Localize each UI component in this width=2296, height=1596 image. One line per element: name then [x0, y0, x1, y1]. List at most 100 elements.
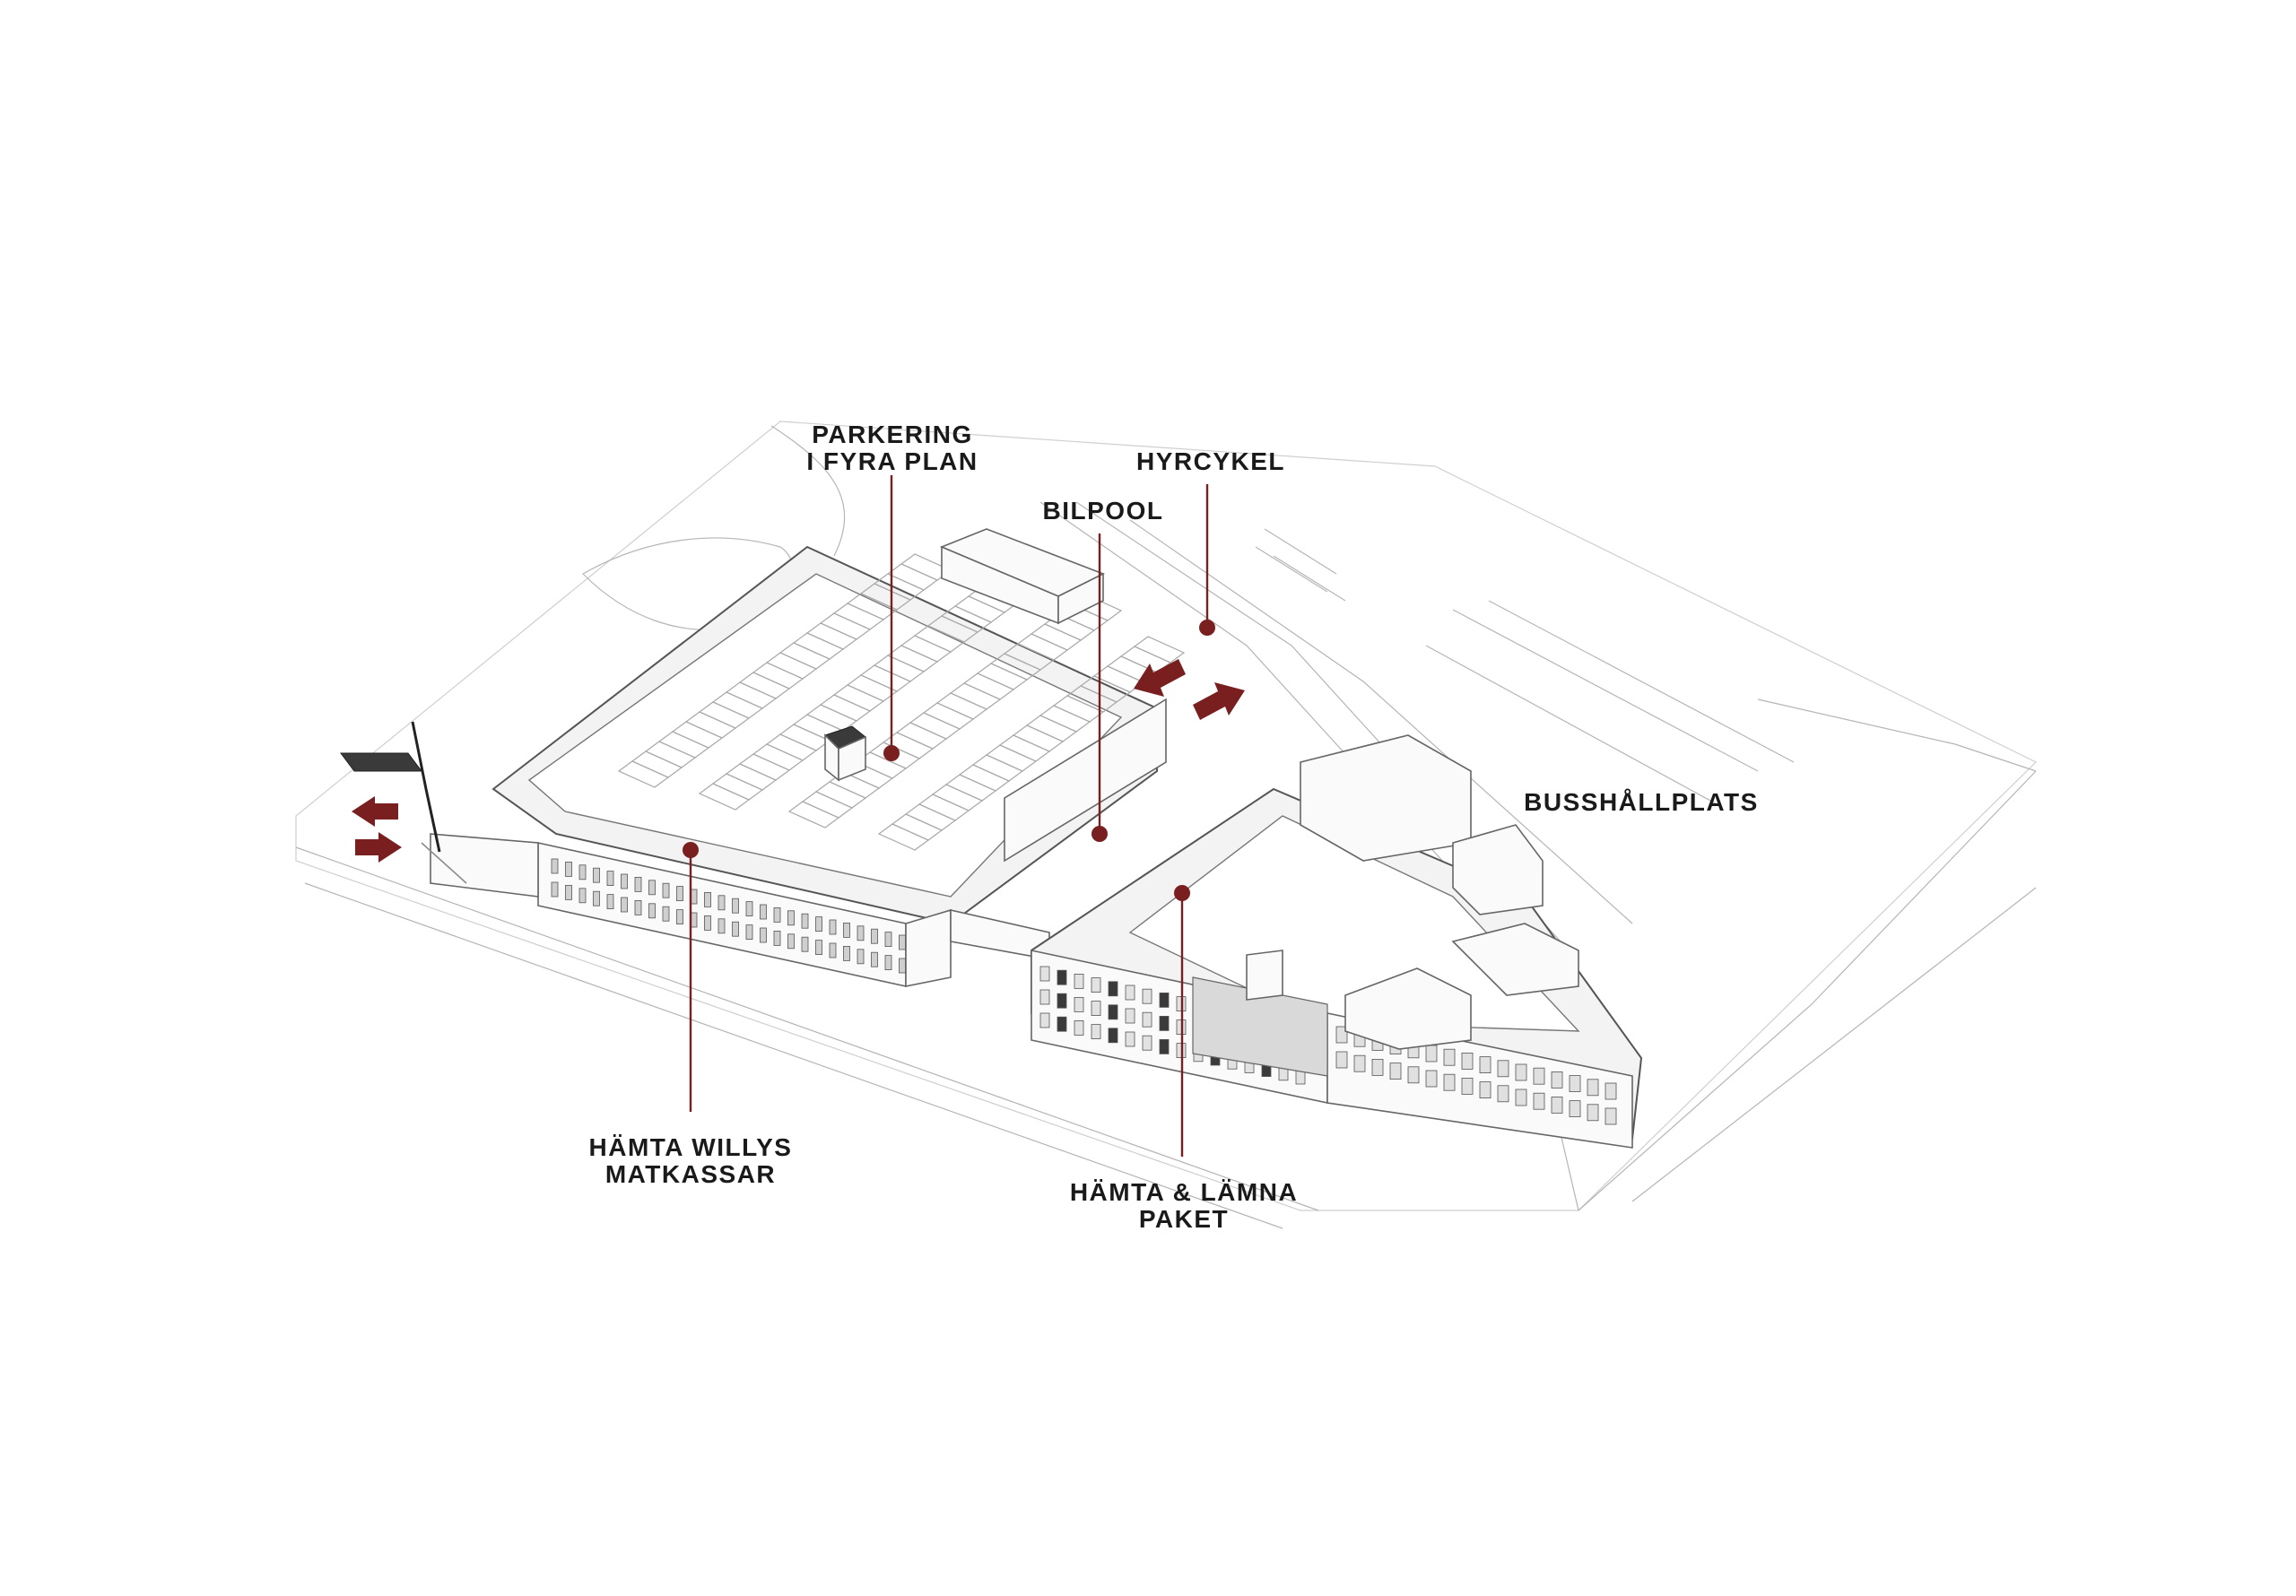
- window: [1353, 1054, 1366, 1072]
- label-line: BILPOOL: [1042, 497, 1164, 525]
- parking-slot: [1133, 636, 1186, 664]
- window: [732, 921, 739, 937]
- window: [648, 880, 656, 896]
- window: [801, 913, 809, 929]
- window: [1479, 1056, 1492, 1073]
- label-hyrcykel: HYRCYKEL: [1121, 448, 1300, 475]
- window: [1443, 1073, 1456, 1091]
- window: [1569, 1100, 1581, 1117]
- label-line: MATKASSAR: [604, 1160, 777, 1188]
- window: [565, 862, 572, 877]
- window: [1142, 988, 1152, 1004]
- window: [1425, 1070, 1438, 1088]
- window: [1108, 1004, 1118, 1020]
- window: [662, 882, 670, 898]
- window: [1108, 981, 1118, 997]
- window: [843, 946, 850, 961]
- window: [857, 949, 865, 965]
- label-line: PAKET: [1138, 1205, 1230, 1233]
- label-line: BUSSHÅLLPLATS: [1524, 788, 1759, 816]
- window: [1091, 977, 1101, 993]
- window: [1125, 984, 1135, 1001]
- window: [1142, 1011, 1152, 1028]
- window: [578, 864, 587, 880]
- window: [815, 940, 822, 955]
- window: [899, 934, 906, 950]
- window: [871, 951, 878, 967]
- shed-building: [939, 528, 1105, 625]
- window: [1515, 1089, 1527, 1106]
- window: [1108, 1028, 1118, 1044]
- residential-block: [1031, 787, 1643, 1149]
- window: [593, 867, 600, 883]
- front-facade-building: [430, 833, 952, 987]
- window: [1039, 966, 1050, 982]
- window: [815, 916, 822, 932]
- window: [1371, 1059, 1384, 1076]
- window: [1159, 1039, 1170, 1054]
- window: [621, 873, 628, 889]
- label-hamta-lamna: HÄMTA & LÄMNA PAKET: [1058, 1179, 1309, 1233]
- window: [1515, 1063, 1527, 1081]
- label-bilpool: BILPOOL: [1031, 498, 1175, 525]
- window: [1159, 993, 1170, 1008]
- window: [732, 898, 739, 914]
- window: [676, 886, 683, 901]
- location-dot-icon: [1091, 826, 1108, 842]
- window: [787, 910, 795, 926]
- window: [1461, 1053, 1474, 1070]
- window: [606, 871, 614, 886]
- window: [1057, 993, 1067, 1009]
- double-direction-arrow-icon: [1134, 659, 1245, 720]
- label-line: HÄMTA WILLYS: [588, 1133, 793, 1161]
- location-dot-icon: [1199, 620, 1215, 636]
- window: [1605, 1082, 1617, 1100]
- window: [1533, 1092, 1545, 1110]
- window: [760, 927, 767, 943]
- label-hamta-willys: HÄMTA WILLYS MATKASSAR: [574, 1134, 807, 1188]
- window: [1057, 969, 1067, 985]
- window: [1533, 1067, 1545, 1085]
- callout-leaders: [683, 475, 1215, 1157]
- window: [843, 923, 850, 938]
- window: [718, 918, 726, 934]
- location-dot-icon: [883, 745, 900, 761]
- window: [1461, 1078, 1474, 1095]
- window: [787, 933, 795, 950]
- window: [1159, 1016, 1170, 1031]
- window: [884, 955, 892, 970]
- window: [773, 907, 781, 923]
- window: [621, 897, 628, 913]
- window: [1039, 989, 1050, 1005]
- label-parkering: PARKERING I FYRA PLAN: [789, 421, 996, 475]
- window: [606, 894, 614, 909]
- window: [634, 900, 642, 915]
- window: [1587, 1079, 1599, 1097]
- window: [704, 892, 711, 907]
- window: [871, 928, 878, 944]
- window: [1074, 1020, 1084, 1036]
- label-busshallplats: BUSSHÅLLPLATS: [1507, 789, 1776, 816]
- courtyard-buildings: [1300, 734, 1579, 1050]
- label-line: HYRCYKEL: [1135, 447, 1285, 475]
- label-line: HÄMTA & LÄMNA: [1069, 1178, 1299, 1206]
- window: [1057, 1016, 1067, 1032]
- window: [1389, 1063, 1402, 1080]
- left-stair-ramp: [340, 721, 467, 884]
- window: [648, 903, 656, 919]
- window: [676, 909, 683, 924]
- window: [565, 885, 572, 900]
- window: [1074, 974, 1084, 989]
- window: [1039, 1012, 1050, 1028]
- window: [1074, 997, 1084, 1012]
- window: [593, 890, 600, 906]
- window: [704, 915, 711, 931]
- parking-garage: [491, 545, 1186, 925]
- window: [745, 901, 753, 916]
- window: [1587, 1104, 1599, 1122]
- window: [1497, 1085, 1509, 1103]
- window: [857, 925, 865, 941]
- window: [1443, 1048, 1456, 1066]
- window: [1551, 1097, 1563, 1114]
